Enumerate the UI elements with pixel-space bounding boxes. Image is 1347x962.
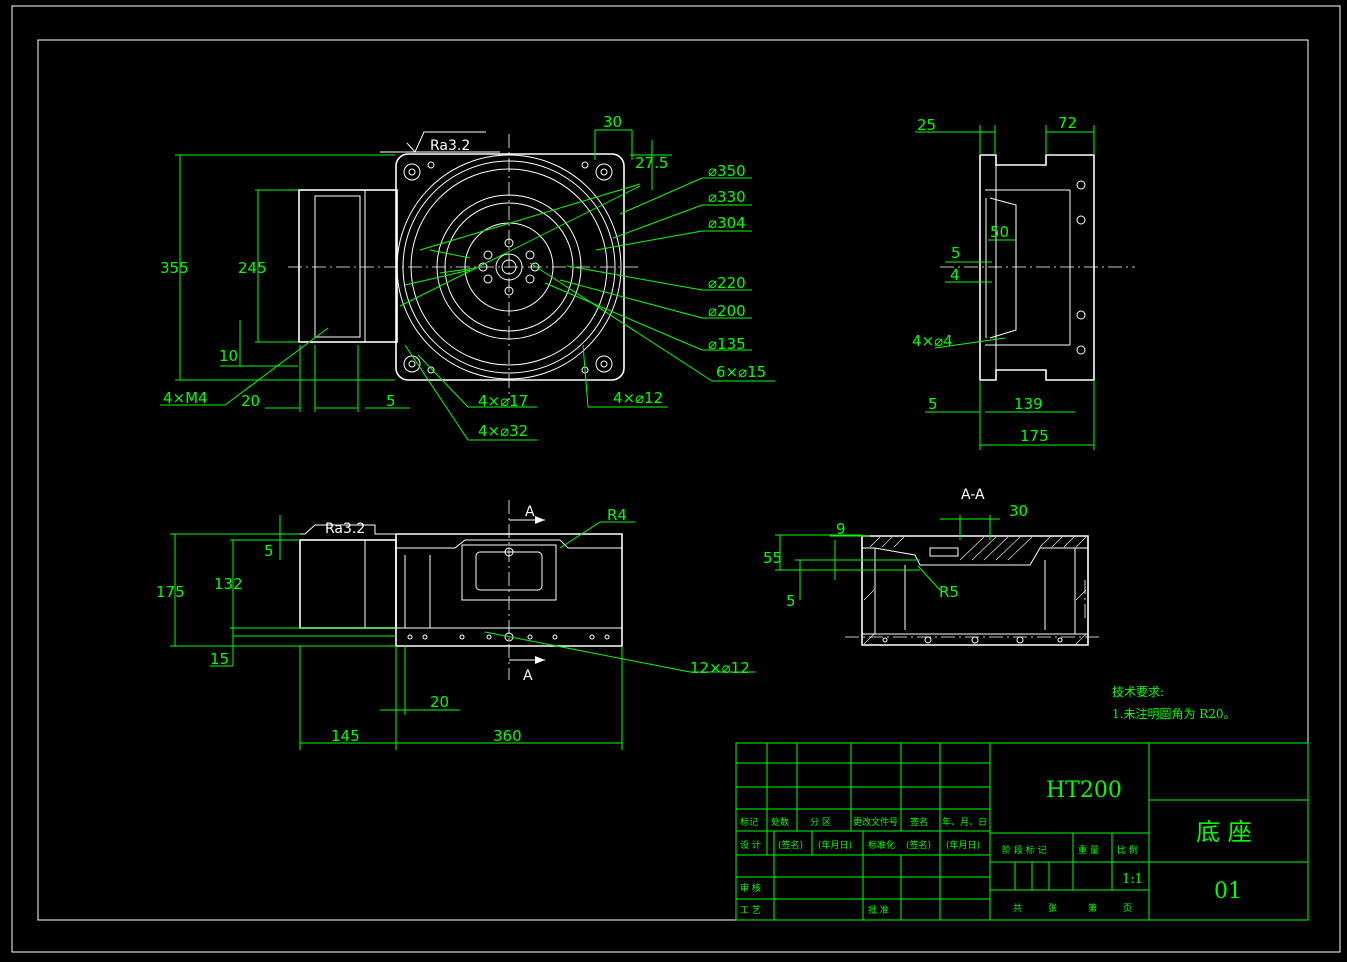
top-view: Ra3.2 <box>160 113 775 441</box>
dim-25: 25 <box>917 116 936 134</box>
front-roughness: Ra3.2 <box>325 521 365 537</box>
callout-4x12: 4×⌀12 <box>613 389 663 407</box>
scale-value: 1:1 <box>1122 872 1143 887</box>
dia-304: ⌀304 <box>708 214 746 232</box>
dia-330: ⌀330 <box>708 188 746 206</box>
dim-139: 139 <box>1014 395 1043 413</box>
dim-4-side: 4 <box>950 266 960 284</box>
part-name: 底 座 <box>1196 818 1252 846</box>
callout-4x17: 4×⌀17 <box>478 392 528 410</box>
dim-27-5: 27.5 <box>635 154 668 172</box>
callout-r5: R5 <box>939 583 959 601</box>
sheet-num: 第 <box>1088 902 1097 914</box>
section-title: A-A <box>961 487 985 503</box>
hdr-sign: 签名 <box>910 816 928 828</box>
weight: 重 量 <box>1078 844 1099 856</box>
title-block <box>735 742 1309 921</box>
hdr-count: 处数 <box>771 816 789 828</box>
row-design: 设 计 <box>740 839 761 851</box>
row-standard-sign: (签名) <box>906 839 931 851</box>
outer-border <box>11 5 1341 953</box>
callout-4x4: 4×⌀4 <box>912 332 953 350</box>
notes-line-1: 1.未注明圆角为 R20。 <box>1112 706 1236 721</box>
stage-mark: 阶 段 标 记 <box>1002 844 1047 856</box>
drawing-number: 01 <box>1214 879 1242 904</box>
dim-9: 9 <box>836 520 846 538</box>
inner-frame <box>37 39 1309 921</box>
title-block-text: HT200 底 座 01 1:1 标记 处数 分 区 更改文件号 签名 年、月、… <box>740 778 1252 916</box>
dim-5-section: 5 <box>786 592 796 610</box>
dia-350: ⌀350 <box>708 162 746 180</box>
notes-heading: 技术要求: <box>1112 685 1164 699</box>
row-design-sign: (签名) <box>778 839 803 851</box>
dim-355: 355 <box>160 259 189 277</box>
dia-220: ⌀220 <box>708 274 746 292</box>
top-roughness: Ra3.2 <box>430 138 470 154</box>
section-mark-bottom: A <box>523 668 533 684</box>
dim-245: 245 <box>238 259 267 277</box>
scale-label: 比 例 <box>1117 844 1138 856</box>
callout-4xm4: 4×M4 <box>163 389 208 407</box>
dim-50: 50 <box>990 223 1009 241</box>
process-label: 工 艺 <box>740 905 761 916</box>
dim-175-side: 175 <box>1020 427 1049 445</box>
hdr-zone: 分 区 <box>810 817 831 828</box>
row-design-date: (年月日) <box>818 839 852 851</box>
callout-12x12: 12×⌀12 <box>690 659 750 677</box>
dim-145: 145 <box>331 727 360 745</box>
dim-360: 360 <box>493 727 522 745</box>
review-label: 审 核 <box>740 882 761 894</box>
callout-r4: R4 <box>607 506 627 524</box>
approve-label: 批 准 <box>868 904 889 916</box>
dim-132: 132 <box>214 575 243 593</box>
row-standard: 标准化 <box>868 839 895 851</box>
dim-15: 15 <box>210 650 229 668</box>
dim-5-front: 5 <box>264 542 274 560</box>
dim-55: 55 <box>763 549 782 567</box>
side-view: 25 72 50 5 4 4×⌀4 5 139 175 <box>912 114 1135 450</box>
dim-10: 10 <box>219 347 238 365</box>
dim-30-top: 30 <box>603 113 622 131</box>
hdr-change-doc: 更改文件号 <box>853 816 898 828</box>
hdr-date: 年、月、日 <box>942 816 987 828</box>
dim-20-front: 20 <box>430 693 449 711</box>
material: HT200 <box>1046 778 1122 803</box>
hdr-mark: 标记 <box>740 816 758 828</box>
row-standard-date: (年月日) <box>946 839 980 851</box>
sheet-total: 共 <box>1013 903 1022 914</box>
sheet-page: 页 <box>1123 903 1132 914</box>
section-view: A-A <box>763 487 1100 646</box>
dim-5-side-bottom: 5 <box>928 395 938 413</box>
dia-200: ⌀200 <box>708 302 746 320</box>
dim-5-top: 5 <box>386 392 396 410</box>
dim-72: 72 <box>1058 114 1077 132</box>
technical-notes: 技术要求: 1.未注明圆角为 R20。 <box>1112 685 1236 721</box>
callout-6x15: 6×⌀15 <box>716 363 766 381</box>
dim-20-top: 20 <box>241 392 260 410</box>
dim-5-side: 5 <box>951 244 961 262</box>
front-view: Ra3.2 A A <box>156 500 755 750</box>
dim-175-front: 175 <box>156 583 185 601</box>
section-mark-top: A <box>525 504 535 520</box>
dia-135: ⌀135 <box>708 335 746 353</box>
sheet-unit: 张 <box>1048 903 1057 914</box>
dim-30-section: 30 <box>1009 502 1028 520</box>
callout-4x32: 4×⌀32 <box>478 422 528 440</box>
